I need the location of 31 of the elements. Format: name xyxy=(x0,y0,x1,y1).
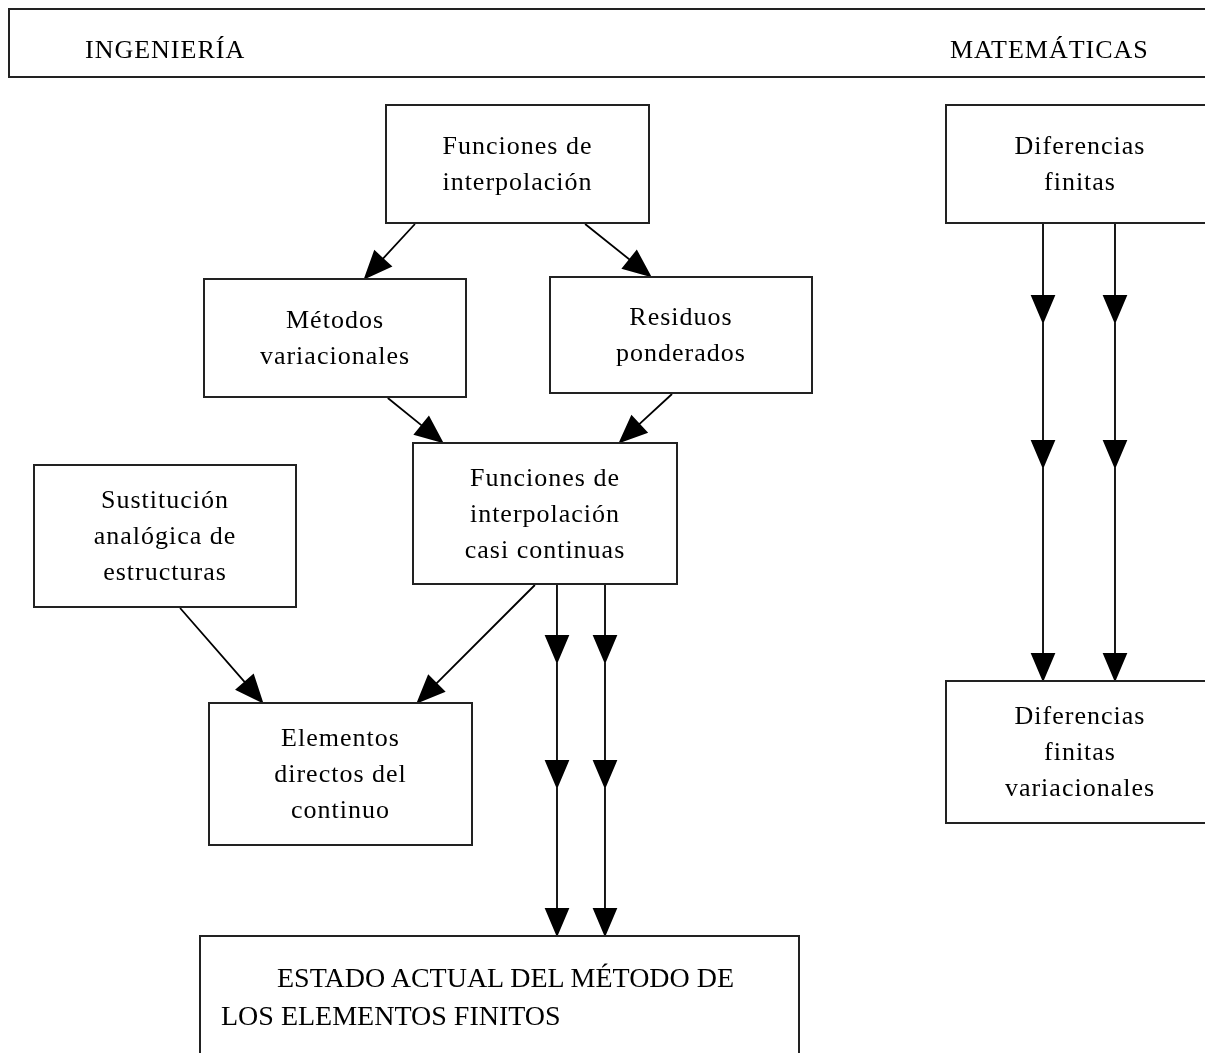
process-box xyxy=(945,680,1205,824)
process-box xyxy=(412,442,678,585)
arrow xyxy=(386,397,443,443)
arrow xyxy=(619,393,673,443)
box-label: ESTADO ACTUAL DEL MÉTODO DE LOS ELEMENTOS FINITOS xyxy=(220,961,736,1033)
process-box xyxy=(208,702,473,846)
result-box xyxy=(199,935,800,1053)
arrow xyxy=(179,607,263,703)
box-label: Elementos directos del continuo xyxy=(273,722,408,826)
process-box xyxy=(549,276,813,394)
arrow xyxy=(1102,223,1127,681)
box-label: Residuos ponderados xyxy=(615,301,747,369)
box-label: Sustitución analógica de estructuras xyxy=(92,484,238,588)
box-label: Diferencias finitas variacionales xyxy=(1003,700,1157,804)
process-box xyxy=(33,464,297,608)
arrow xyxy=(1030,223,1055,681)
arrow xyxy=(592,584,617,936)
process-box xyxy=(385,104,650,224)
box-label: Métodos variacionales xyxy=(258,304,412,372)
arrow xyxy=(544,584,569,936)
box-label: Funciones de interpolación xyxy=(441,130,594,198)
arrow xyxy=(364,223,416,279)
arrow xyxy=(584,223,651,277)
arrow xyxy=(417,584,536,703)
process-box xyxy=(945,104,1205,224)
process-box xyxy=(203,278,467,398)
box-label: Funciones de interpolación casi continuas xyxy=(463,461,627,566)
box-label: Diferencias finitas xyxy=(1013,130,1147,198)
header-band xyxy=(8,8,1205,78)
column-heading: INGENIERÍA xyxy=(85,34,246,66)
column-heading: MATEMÁTICAS xyxy=(950,34,1145,66)
